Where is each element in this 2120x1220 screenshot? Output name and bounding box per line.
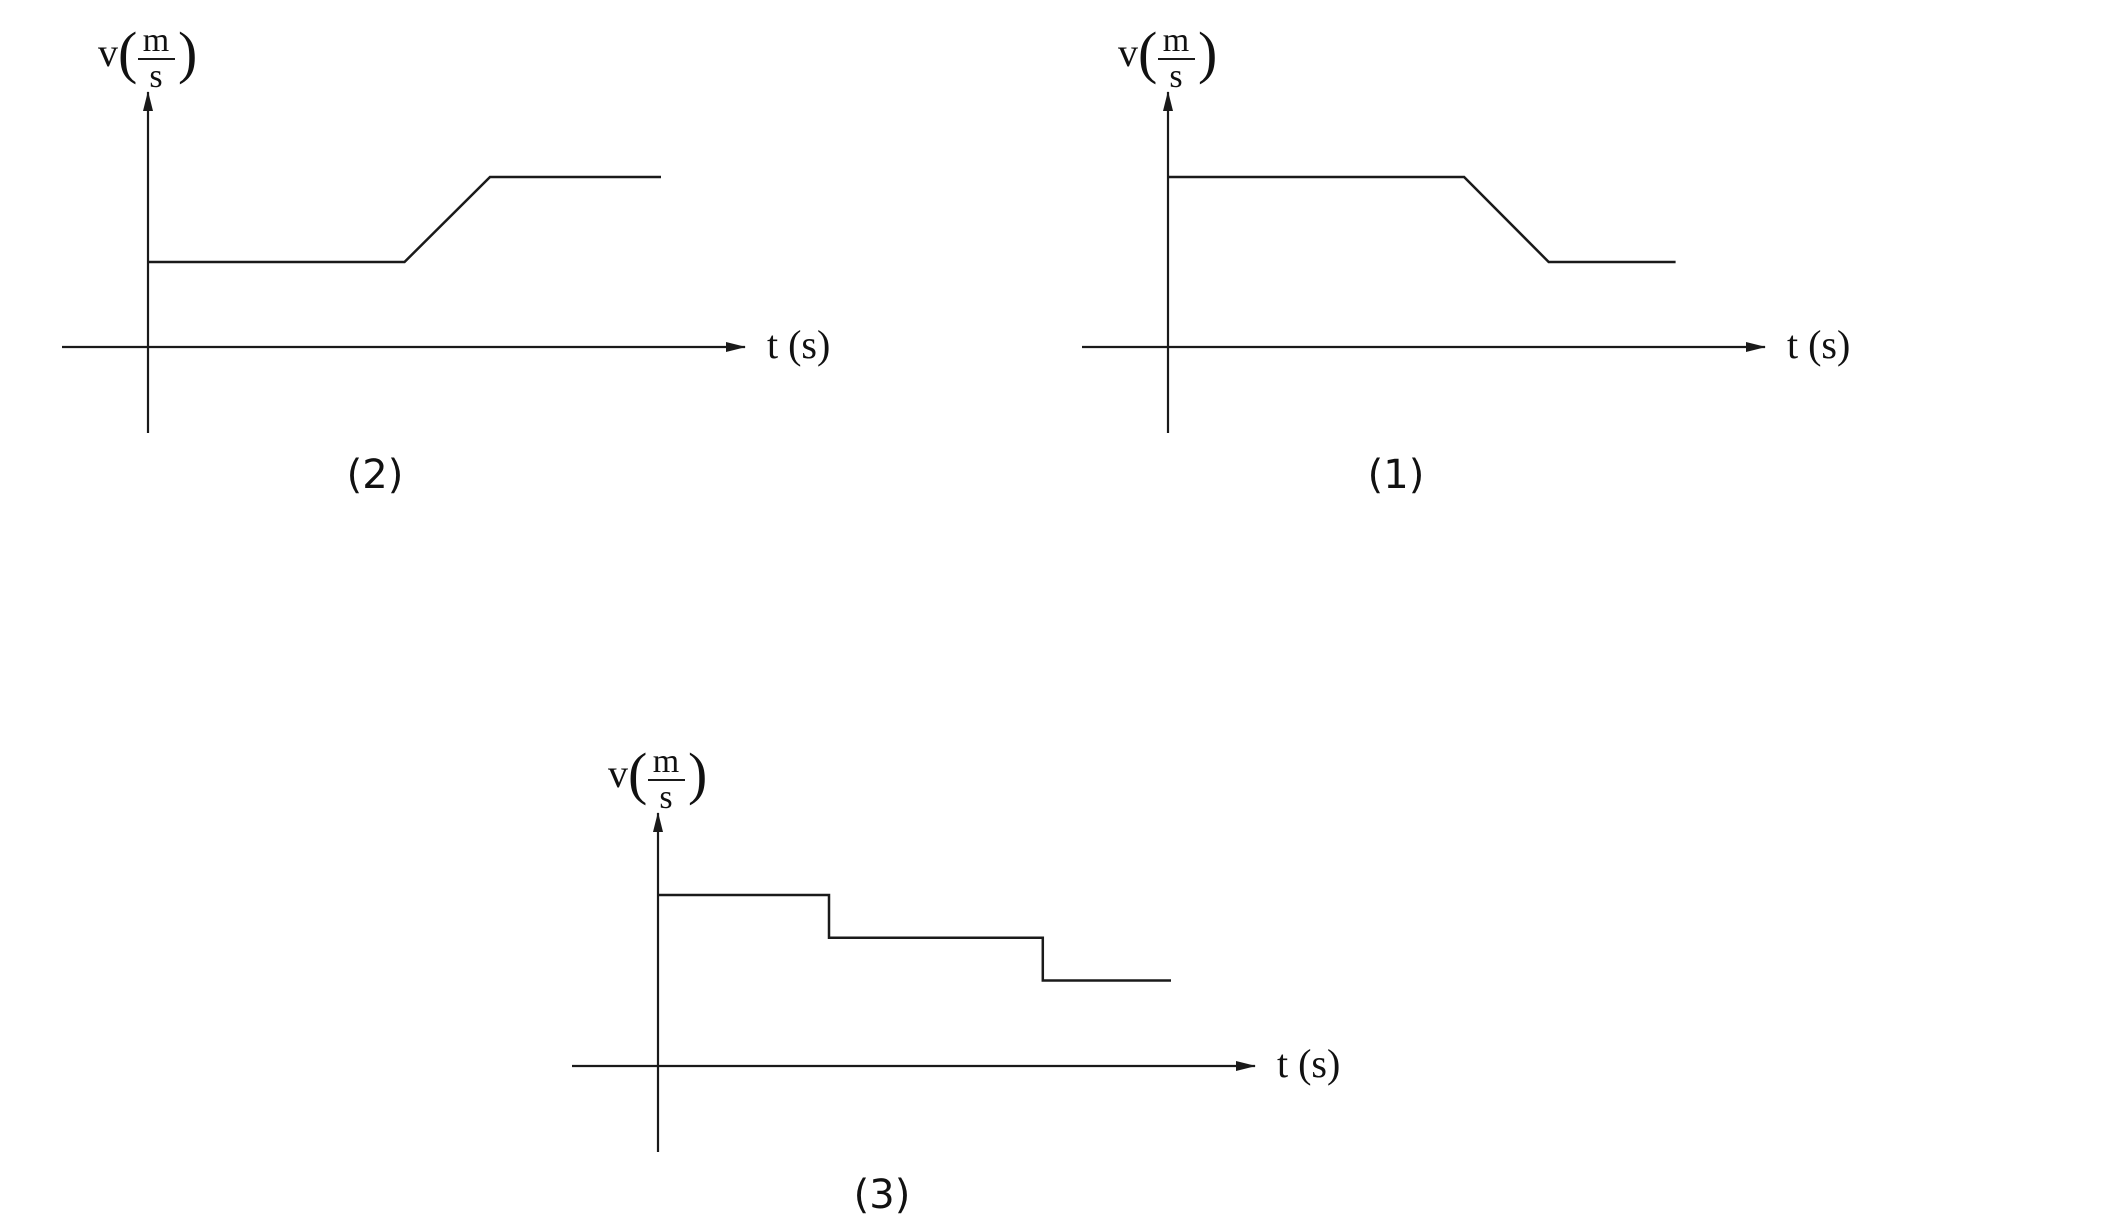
y-axis-unit-denominator: s <box>149 58 162 95</box>
graph-caption: (1) <box>1368 452 1425 498</box>
velocity-curve <box>1168 175 1676 264</box>
y-axis-left-paren: ( <box>628 741 647 806</box>
y-axis-label: v(ms) <box>98 20 197 95</box>
x-axis-label: t (s) <box>1277 1041 1340 1086</box>
y-axis-unit-denominator: s <box>1169 58 1182 95</box>
x-axis-label: t (s) <box>1787 322 1850 367</box>
vt-graph-1: t (s) v(ms) (2) <box>62 20 830 498</box>
velocity-curve <box>658 893 1171 982</box>
y-axis-label: v(ms) <box>608 741 707 816</box>
y-axis-label: v(ms) <box>1118 20 1217 95</box>
y-axis-right-paren: ) <box>1198 20 1217 85</box>
y-axis-left-paren: ( <box>1138 20 1157 85</box>
graph-caption: (2) <box>347 452 404 498</box>
y-axis-left-paren: ( <box>118 20 137 85</box>
graph-caption: (3) <box>854 1172 911 1218</box>
y-axis-symbol: v <box>98 30 118 75</box>
y-axis-unit-denominator: s <box>659 779 672 816</box>
y-axis-unit-numerator: m <box>143 22 169 59</box>
x-axis-label: t (s) <box>767 322 830 367</box>
y-axis-symbol: v <box>1118 30 1138 75</box>
y-axis-right-paren: ) <box>688 741 707 806</box>
velocity-curve <box>148 175 661 264</box>
y-axis-unit-numerator: m <box>653 743 679 780</box>
vt-graph-3: t (s) v(ms) (3) <box>572 741 1340 1218</box>
y-axis-right-paren: ) <box>178 20 197 85</box>
y-axis-unit-numerator: m <box>1163 22 1189 59</box>
y-axis-symbol: v <box>608 751 628 796</box>
vt-graph-2: t (s) v(ms) (1) <box>1082 20 1850 498</box>
